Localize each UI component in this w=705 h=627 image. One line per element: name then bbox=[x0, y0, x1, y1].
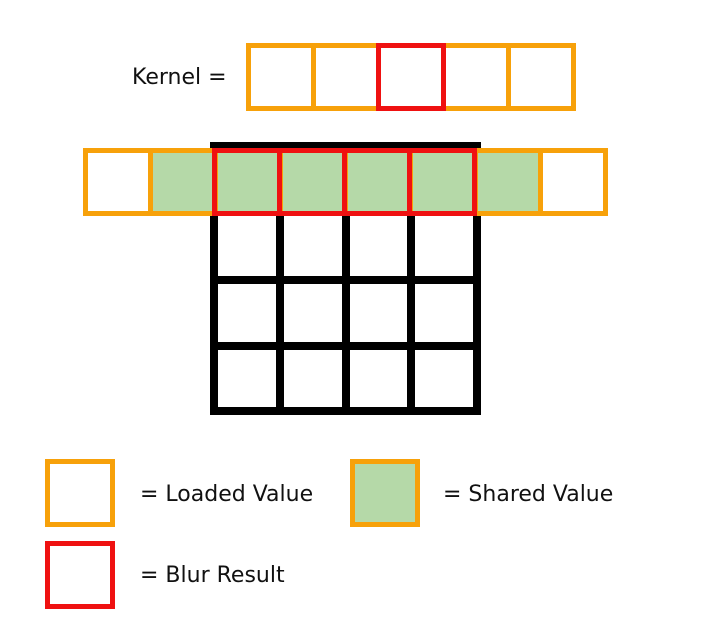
legend-shared-swatch bbox=[350, 459, 420, 527]
input-cell-loaded bbox=[538, 148, 608, 216]
blur-result-cell bbox=[342, 148, 412, 216]
input-cell-shared bbox=[473, 148, 543, 216]
blur-result-cell bbox=[407, 148, 477, 216]
legend-shared-label: = Shared Value bbox=[443, 482, 614, 507]
input-cell-shared bbox=[148, 148, 218, 216]
legend-loaded-label: = Loaded Value bbox=[140, 482, 314, 507]
input-cell-loaded bbox=[83, 148, 153, 216]
kernel-label: Kernel = bbox=[132, 65, 227, 90]
kernel-cell bbox=[311, 43, 381, 111]
legend-loaded-swatch bbox=[45, 459, 115, 527]
kernel-center-cell bbox=[376, 43, 446, 111]
legend-blur-swatch bbox=[45, 541, 115, 609]
blur-result-cell bbox=[277, 148, 347, 216]
legend-blur-label: = Blur Result bbox=[140, 563, 285, 588]
blur-result-cell bbox=[212, 148, 282, 216]
kernel-cell bbox=[506, 43, 576, 111]
